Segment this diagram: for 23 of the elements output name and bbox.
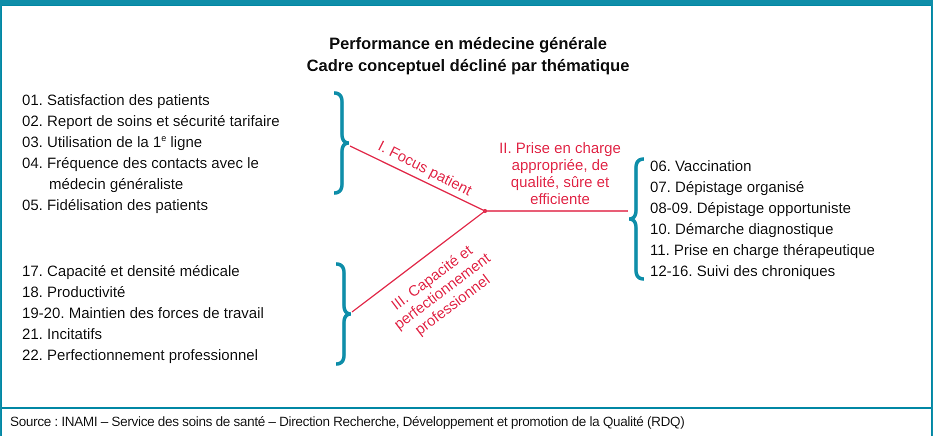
list-item: 06. Vaccination — [650, 157, 752, 177]
junction-dot — [483, 209, 487, 213]
connector-line — [350, 145, 486, 212]
list-item: 03. Utilisation de la 1$^{e}$ ligne — [22, 132, 204, 153]
list-item: 02. Report de soins et sécurité tarifaire — [22, 112, 281, 132]
connector-line — [352, 210, 486, 313]
connector-line — [485, 210, 628, 212]
list-item: 22. Perfectionnement professionnel — [22, 346, 259, 366]
list-item: 12-16. Suivi des chroniques — [650, 262, 836, 282]
diagram-title: Performance en médecine générale Cadre conceptuel décliné par thématique — [306, 34, 630, 77]
edge-label: II. Prise en charge appropriée, de qualité, sûre et efficiente — [498, 144, 622, 204]
list-item: 01. Satisfaction des patients — [22, 91, 211, 111]
list-item: 10. Démarche diagnostique — [650, 220, 834, 240]
list-item: 07. Dépistage organisé — [650, 178, 806, 198]
list-item: 18. Productivité — [22, 283, 126, 303]
list-item: 17. Capacité et densité médicale — [22, 262, 241, 282]
list-item: 05. Fidélisation des patients — [22, 196, 209, 216]
source-note: Source : INAMI – Service des soins de santé – Direction Recherche, Développement et promotion de la Qualité (RDQ) — [10, 414, 684, 429]
list-item: 21. Incitatifs — [22, 325, 104, 345]
list-item: 04. Fréquence des contacts avec le médecin généraliste — [22, 154, 260, 195]
list-item: 11. Prise en charge thérapeutique — [650, 241, 876, 261]
list-item: 08-09. Dépistage opportuniste — [650, 199, 852, 219]
list-item: 19-20. Maintien des forces de travail — [22, 304, 265, 324]
